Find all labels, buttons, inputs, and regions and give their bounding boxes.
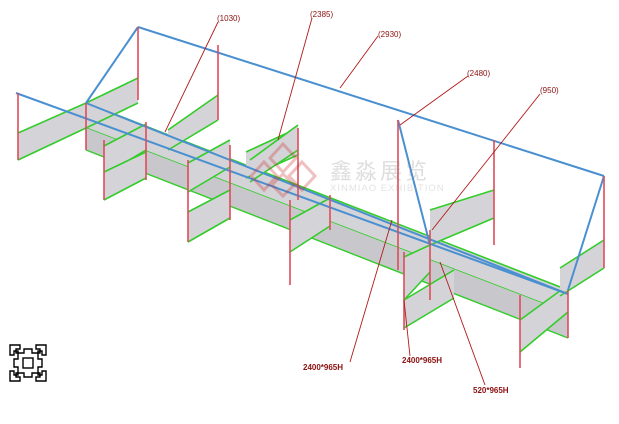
side-panel-6 [404,245,430,300]
dimension-label-1030: (1030) [217,14,241,23]
spine-bottom-edge [85,149,569,339]
side-panel-7 [430,190,494,245]
side-panel-2b [104,152,146,200]
back-wall-mid2-bottom-edge [249,149,299,183]
side-panel-1 [18,103,86,160]
top-beams [15,26,605,295]
back-wall-left-top-edge [85,77,139,104]
side-panel-3b [188,190,230,242]
leader-panel-520 [439,261,486,386]
side-panel-6b [404,270,454,328]
top-beam-front [15,92,569,295]
dimension-label-950: (950) [540,86,559,95]
back-wall-left [86,78,138,128]
side-panel-3b-top-edge [187,189,231,213]
back-wall-mid [168,95,218,150]
aluminum-profile-cross-section-icon [9,344,47,382]
side-panel-1-bottom-edge [17,127,87,161]
side-panel-8 [520,285,568,352]
side-panel-7-top-edge [429,189,495,211]
side-panel-6b-top-edge [403,269,455,301]
back-wall-mid-top-edge [167,94,219,131]
top-beam-right [567,175,605,291]
dimension-label-2480: (2480) [467,69,491,78]
side-panel-6-bottom-edge [403,271,431,301]
dimension-label-2930: (2930) [378,30,402,39]
side-panel-1-top-edge [17,102,87,134]
posts [17,27,605,368]
side-panel-5-bottom-edge [289,225,331,253]
side-panel-3 [188,140,230,192]
side-panel-7-bottom-edge [429,217,495,246]
panel-label-520: 520*965H [473,386,509,395]
leader-panel-2400-left [349,219,393,363]
side-panel-3-bottom-edge [187,166,231,193]
back-wall-mid2-top-edge [249,124,299,161]
side-panel-2b-top-edge [103,151,147,173]
top-beam-center [85,102,569,295]
panel-label-2400-left: 2400*965H [303,363,344,372]
side-panel-2b-bottom-edge [103,177,147,201]
side-panel-6b-bottom-edge [403,297,455,329]
side-panel-8-bottom-edge [519,311,569,353]
top-beam-left-rear [85,26,139,104]
leader-1030 [164,21,219,133]
back-wall-mid2 [250,125,298,182]
side-panel-2-top-edge [103,123,147,147]
wall-panels [17,77,605,353]
leader-2480 [399,75,469,126]
spine-panel-front [86,128,568,338]
dimension-label-2385: (2385) [310,10,334,19]
back-wall-mid-bottom-edge [167,119,219,151]
side-panel-3b-bottom-edge [187,217,231,243]
side-panel-5 [290,198,330,252]
side-panel-6-top-edge [403,244,431,258]
back-wall-left-bottom-edge [85,102,139,129]
top-beam-rear [137,26,605,177]
side-panel-5-top-edge [289,197,331,221]
dimension-leader-lines [164,17,541,386]
top-beam-cross [397,119,431,246]
leader-2930 [339,35,379,89]
side-panel-9-top-edge [559,239,605,269]
leader-panel-2400-right [403,299,411,357]
leader-2385 [277,17,313,141]
leader-950 [431,93,541,231]
panel-label-2400-right: 2400*965H [402,356,443,365]
